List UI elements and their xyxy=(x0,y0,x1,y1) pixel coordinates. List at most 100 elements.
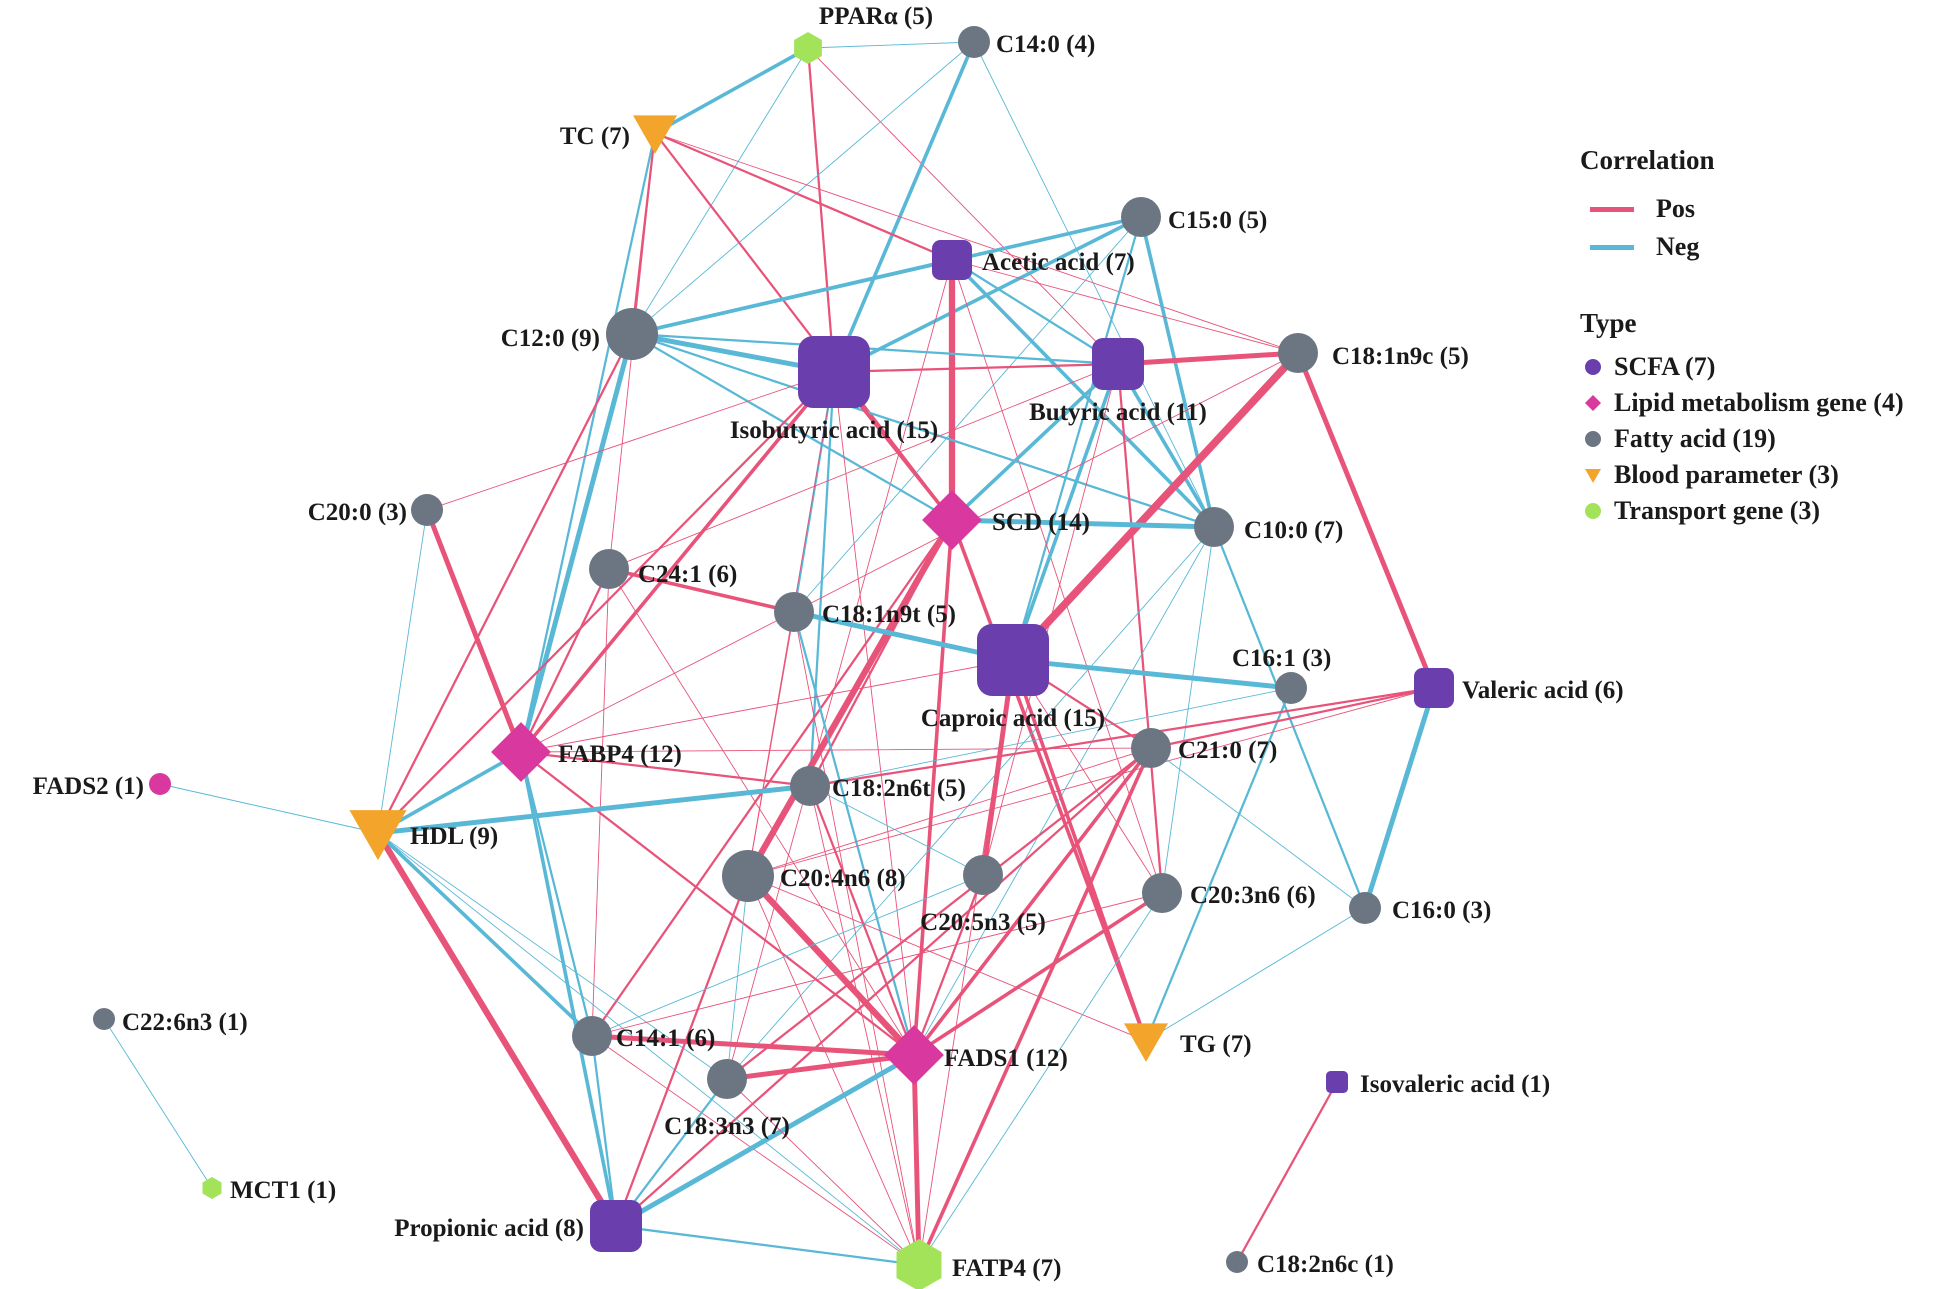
node-fads1-label: FADS1 (12) xyxy=(944,1045,1068,1072)
edge-ppara-tc xyxy=(653,46,810,135)
edge-acetic-c18-1n9c xyxy=(951,259,1299,354)
node-c16-1-label: C16:1 (3) xyxy=(1232,645,1331,672)
node-c14-1 xyxy=(572,1016,612,1056)
edge-scd-fads1 xyxy=(912,518,954,1057)
node-tg xyxy=(1124,1023,1168,1062)
edge-c24-1-fabp4 xyxy=(519,567,611,754)
edge-c10-0-c18-3n3 xyxy=(726,526,1215,1080)
edge-tc-acetic xyxy=(653,131,954,262)
edge-c21-0-c20-4n6 xyxy=(747,747,1152,877)
edge-acetic-c12-0 xyxy=(630,258,954,336)
node-caproic-label: Caproic acid (15) xyxy=(921,705,1105,732)
legend-type-scfa: SCFA (7) xyxy=(1580,349,1904,385)
edge-c14-0-c10-0 xyxy=(973,41,1215,528)
node-tg-label: TG (7) xyxy=(1180,1031,1252,1058)
legend-type-label: SCFA (7) xyxy=(1614,352,1716,381)
legend-symbol-transport-icon xyxy=(1580,498,1606,524)
node-c18-1n9c-label: C18:1n9c (5) xyxy=(1332,343,1469,370)
node-c18-1n9t-label: C18:1n9t (5) xyxy=(822,601,956,628)
node-c20-3n6 xyxy=(1142,873,1182,913)
node-c12-0-label: C12:0 (9) xyxy=(501,325,600,352)
node-c18-1n9c xyxy=(1278,333,1318,373)
node-c10-0-label: C10:0 (7) xyxy=(1244,517,1343,544)
edge-c21-0-fatp4 xyxy=(917,746,1153,1267)
edge-valeric-c16-0 xyxy=(1362,685,1437,911)
node-mct1-label: MCT1 (1) xyxy=(230,1177,336,1204)
node-hdl-label: HDL (9) xyxy=(410,823,498,850)
edge-c12-0-hdl xyxy=(376,332,634,835)
edge-scd-c14-1 xyxy=(590,518,954,1038)
node-fads2-label: FADS2 (1) xyxy=(33,773,144,800)
edge-c16-1-caproic xyxy=(1010,657,1294,691)
edge-c20-5n3-c14-1 xyxy=(591,874,984,1037)
edge-c20-3n6-fads1 xyxy=(912,891,1164,1057)
node-c20-5n3-label: C20:5n3 (5) xyxy=(920,909,1046,936)
edge-c12-0-butyric xyxy=(630,332,1120,366)
node-tc-label: TC (7) xyxy=(560,123,630,150)
edge-butyric-c24-1 xyxy=(608,363,1119,570)
edge-c24-1-c18-1n9t xyxy=(607,567,796,614)
edge-caproic-fabp4 xyxy=(520,659,1014,753)
node-c12-0 xyxy=(606,308,658,360)
node-c20-5n3 xyxy=(963,855,1003,895)
edge-acetic-c10-0 xyxy=(950,258,1216,529)
edge-fabp4-c18-2n6t xyxy=(519,750,812,788)
node-c21-0-label: C21:0 (7) xyxy=(1178,737,1277,764)
edge-fabp4-c21-0 xyxy=(520,747,1152,753)
legend-type-list: SCFA (7) Lipid metabolism gene (4) Fatty a… xyxy=(1580,349,1904,529)
edge-c21-0-fads1 xyxy=(912,746,1153,1057)
edge-c21-0-c18-3n3 xyxy=(725,746,1153,1081)
edge-c20-3n6-c14-1 xyxy=(591,892,1163,1037)
legend-pos-row: Pos xyxy=(1580,190,1904,228)
node-fatp4 xyxy=(896,1239,942,1289)
edge-fads1-c18-3n3 xyxy=(724,1052,917,1082)
node-fabp4 xyxy=(491,722,551,782)
edge-hdl-fatp4 xyxy=(377,832,920,1266)
edge-layer xyxy=(103,40,1437,1268)
node-c18-2n6c-label: C18:2n6c (1) xyxy=(1257,1251,1394,1278)
legend-type-label: Transport gene (3) xyxy=(1614,496,1821,525)
edge-butyric-c18-1n9c xyxy=(1115,350,1301,367)
node-isobutyric-label: Isobutyric acid (15) xyxy=(730,417,938,444)
node-acetic xyxy=(932,240,972,280)
node-butyric-label: Butyric acid (11) xyxy=(1029,399,1207,426)
legend-type-label: Lipid metabolism gene (4) xyxy=(1614,388,1904,417)
edge-c14-0-isobutyric xyxy=(832,40,976,374)
edge-c10-0-fads1 xyxy=(913,526,1215,1056)
node-c20-4n6-label: C20:4n6 (8) xyxy=(780,865,906,892)
edge-propionic-fatp4 xyxy=(614,1224,921,1267)
legend-type-title: Type xyxy=(1580,308,1637,338)
node-fatp4-label: FATP4 (7) xyxy=(952,1255,1061,1282)
node-c10-0 xyxy=(1194,507,1234,547)
node-c21-0 xyxy=(1131,728,1171,768)
node-c24-1 xyxy=(589,549,629,589)
edge-c18-1n9t-c20-4n6 xyxy=(747,611,795,877)
legend-type-fatty-acid: Fatty acid (19) xyxy=(1580,421,1904,457)
node-ppara-label: PPARα (5) xyxy=(819,3,933,30)
edge-c18-3n3-fatp4 xyxy=(726,1078,920,1266)
edge-ppara-isobutyric xyxy=(806,46,836,374)
node-isovaleric xyxy=(1326,1071,1348,1093)
edge-c18-1n9c-caproic xyxy=(1009,349,1302,664)
node-c18-3n3-label: C18:3n3 (7) xyxy=(664,1113,790,1140)
node-c16-0-label: C16:0 (3) xyxy=(1392,897,1491,924)
edge-fabp4-fads1 xyxy=(519,750,916,1057)
legend-symbol-scfa-icon xyxy=(1580,354,1606,380)
legend-type-transport: Transport gene (3) xyxy=(1580,493,1904,529)
node-c20-0 xyxy=(411,494,443,526)
edge-fabp4-propionic xyxy=(519,750,618,1228)
edge-ppara-butyric xyxy=(807,47,1119,365)
edge-caproic-tg xyxy=(1011,658,1148,1043)
edge-acetic-c20-3n6 xyxy=(951,259,1163,894)
edge-c20-0-hdl xyxy=(377,509,428,834)
edge-isobutyric-fads1 xyxy=(833,371,915,1056)
edge-caproic-c20-3n6 xyxy=(1012,659,1163,894)
edge-scd-c20-4n6 xyxy=(744,516,956,880)
legend-type-label: Fatty acid (19) xyxy=(1614,424,1776,453)
edge-c14-1-fads1 xyxy=(589,1033,917,1058)
edge-c24-1-c14-1 xyxy=(591,568,610,1037)
edge-c20-4n6-tg xyxy=(747,875,1147,1042)
edge-fads1-fatp4 xyxy=(911,1052,922,1268)
edge-hdl-c14-1 xyxy=(376,831,594,1038)
node-hdl xyxy=(349,810,407,861)
